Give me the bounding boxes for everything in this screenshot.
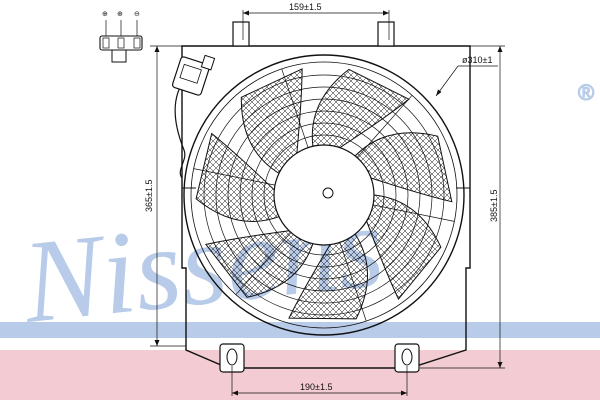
guard-ring-4 [227,98,421,292]
connector-pin-2-symbol: ⊕ [117,11,123,18]
guard-spoke-4 [193,168,276,186]
fan-blade-3 [205,230,314,298]
dimension-left-height: 365±1.5 [144,45,186,347]
guard-ring-6 [203,74,445,316]
dimension-left-height-label: 365±1.5 [144,180,154,212]
watermark-bar [0,322,600,338]
fan-inner-ring [190,61,458,329]
guard-ring-5 [215,86,433,304]
connector-pinout-detail: ⊕ ⊕ ⊖ [99,11,143,63]
dimension-bottom-width-label: 190±1.5 [300,382,332,392]
watermark-registered-mark: ® [578,80,594,105]
guard-ring-3 [239,110,409,280]
guard-ring-1 [263,134,385,256]
wire-harness [174,77,187,179]
top-mounting-tab-right [377,21,395,47]
guard-ring-2 [251,122,397,268]
connector-plug-icon [171,54,216,96]
dimension-bottom-width: 190±1.5 [231,366,408,396]
connector-pin-3-symbol: ⊖ [134,11,140,18]
guard-spoke-1 [372,204,455,222]
guard-spoke-5 [281,68,309,148]
dimension-right-height: 385±1.5 [420,45,505,369]
fan-blade-2 [288,233,369,320]
guard-spoke-3 [235,232,292,295]
guard-spoke-6 [356,95,413,158]
fan-hub-center [322,187,334,199]
connector-pin-1-symbol: ⊕ [102,11,108,18]
dimension-fan-diameter-label: ø310±1 [462,55,492,65]
bottom-mounting-lug-right [394,343,420,373]
guard-spoke-2 [339,242,367,322]
fan-blade-5 [240,68,303,174]
dimension-right-height-label: 385±1.5 [489,190,499,222]
bottom-mounting-lug-left [219,343,245,373]
fan-blade-1 [366,194,442,301]
fan-outer-ring [183,54,465,336]
dimension-top-width-label: 159±1.5 [289,2,321,12]
dimension-top-width: 159±1.5 [242,2,390,40]
fan-guard-rings [193,68,455,322]
top-mounting-tab-left [232,21,250,47]
dimension-fan-diameter: ø310±1 [435,55,498,97]
